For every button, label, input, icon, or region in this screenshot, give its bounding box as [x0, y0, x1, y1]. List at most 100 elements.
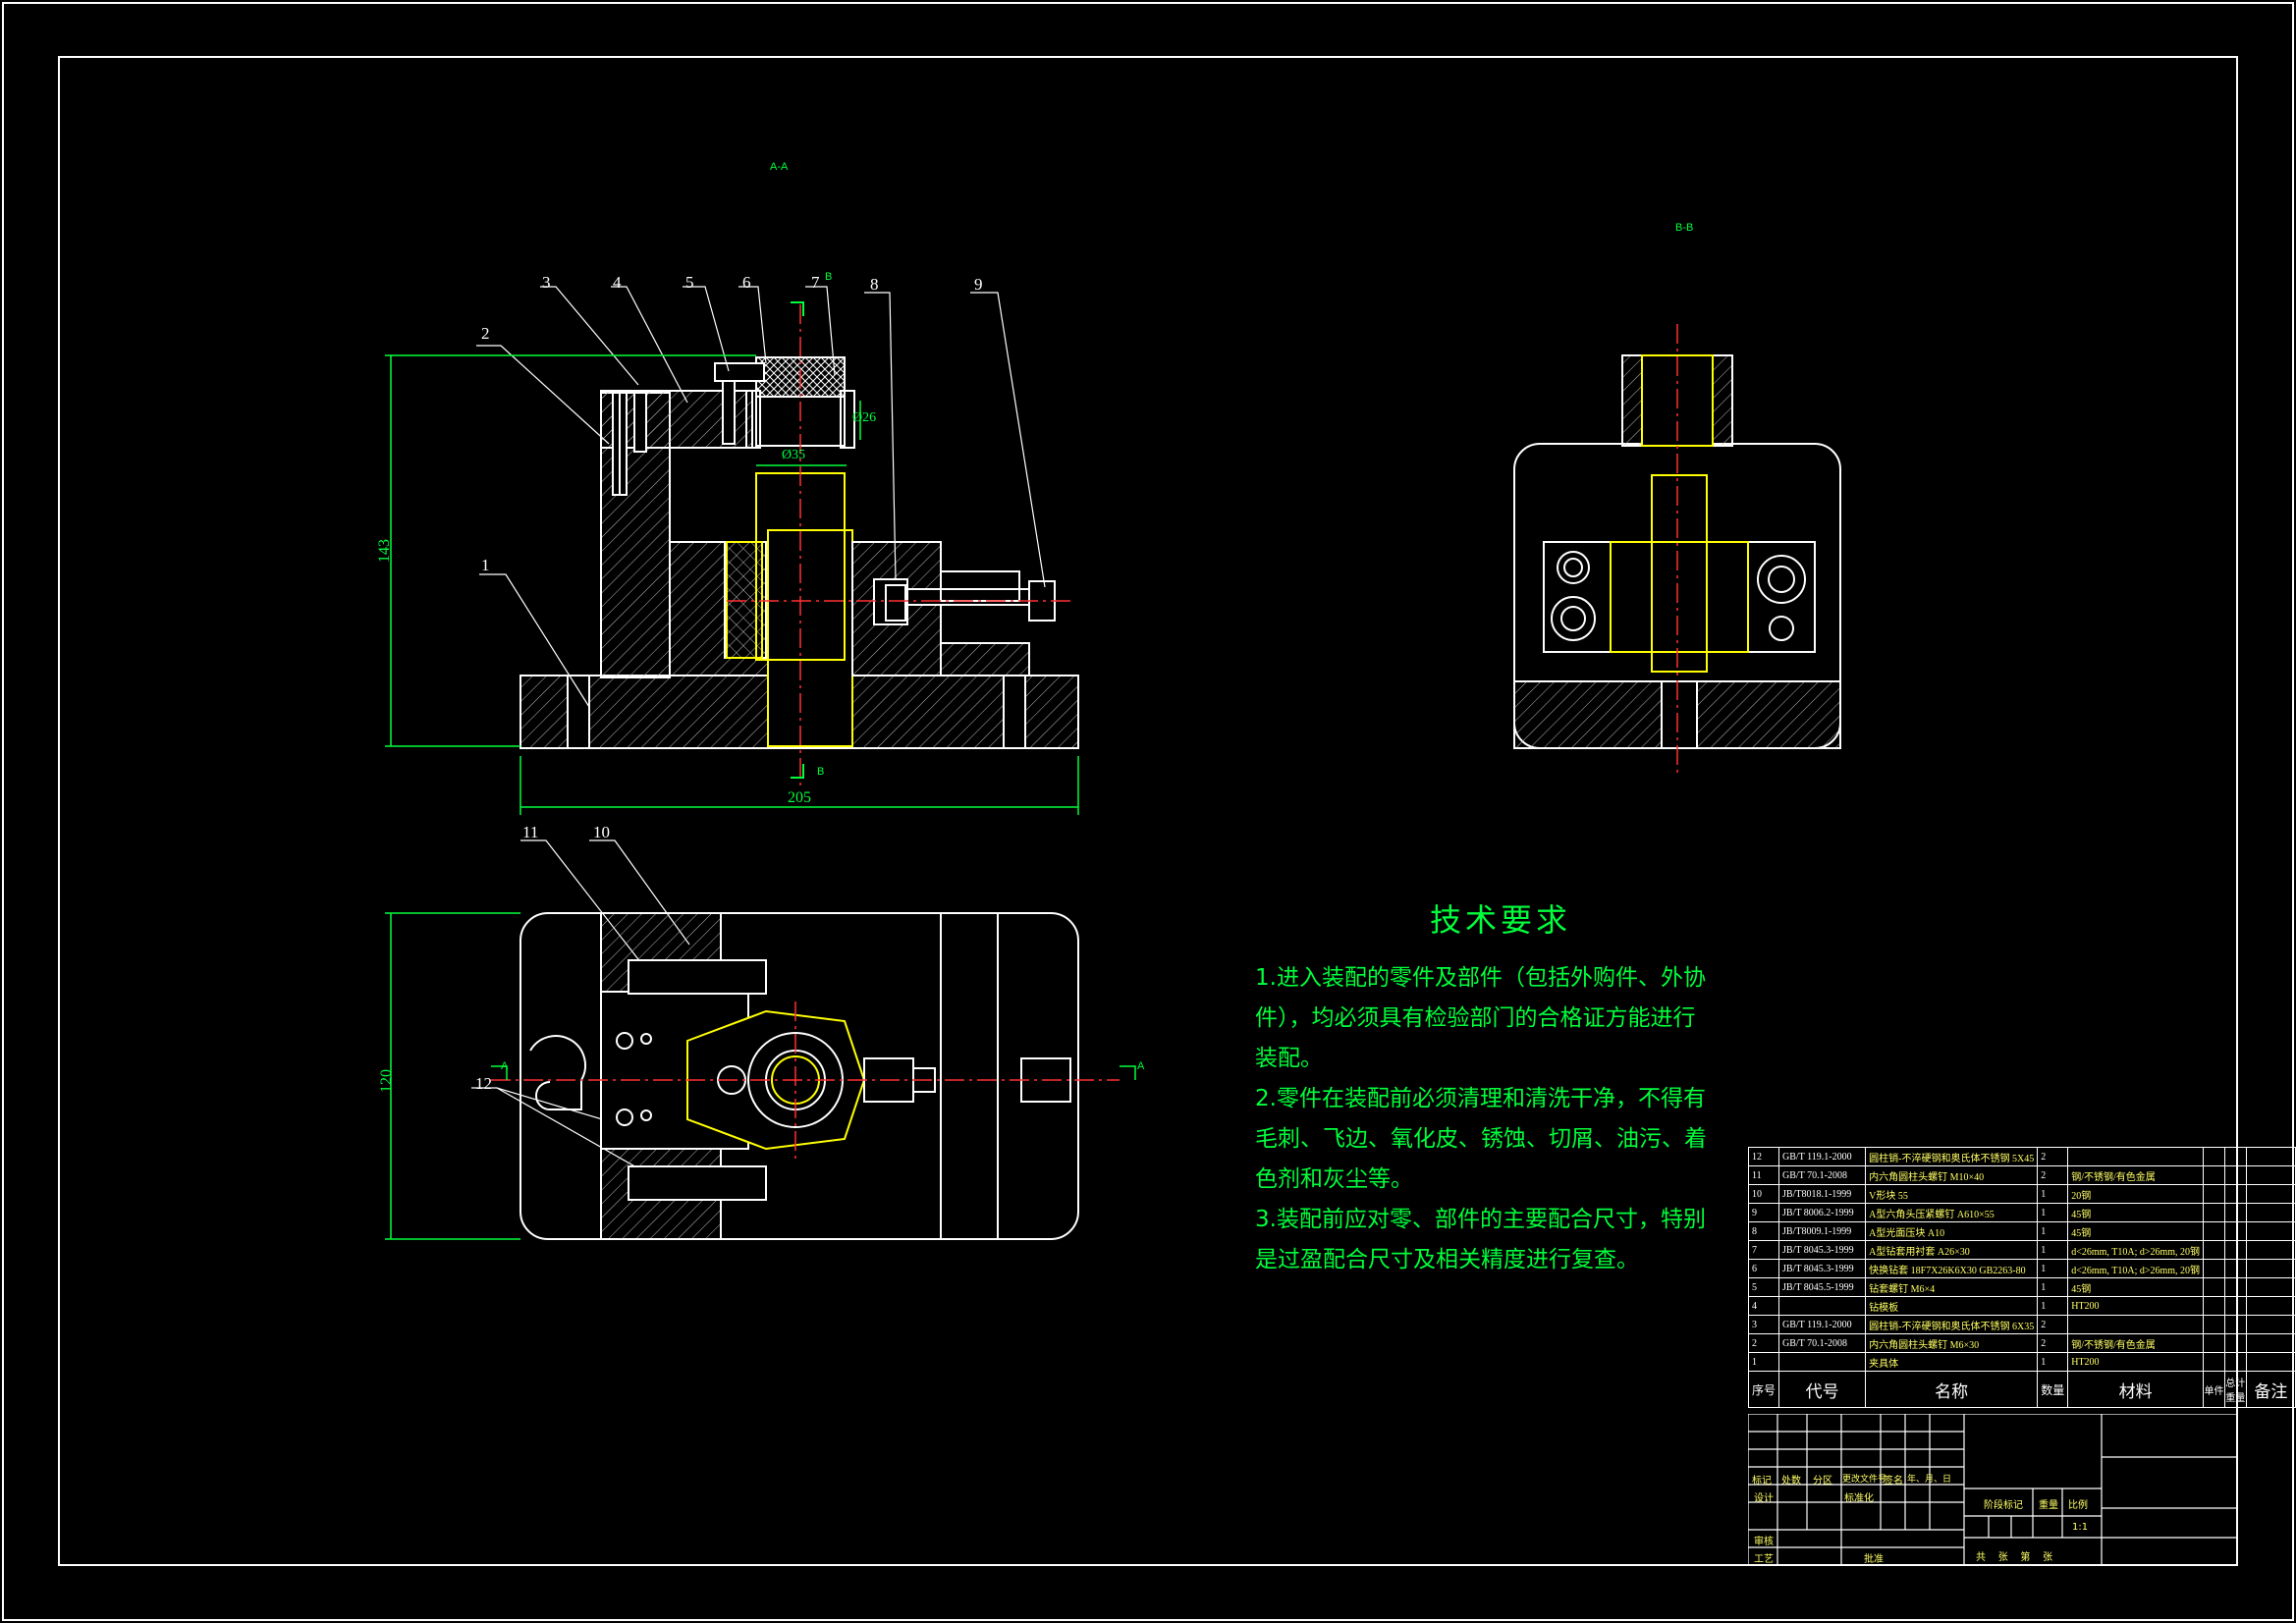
bom-cell-total [2223, 1352, 2247, 1372]
bom-cell-code: GB/T 119.1-2000 [1778, 1315, 1867, 1334]
tech-line: 3.装配前应对零、部件的主要配合尺寸，特别 [1255, 1207, 1706, 1232]
bom-cell-single [2203, 1165, 2225, 1185]
bom-header-weight-label: 重量 [2225, 1393, 2246, 1404]
bom-cell-total [2223, 1277, 2247, 1297]
bom-header-single-label: 单件 [2204, 1385, 2224, 1397]
bom-cell-remark [2245, 1203, 2296, 1222]
bom-cell-name: 钻模板 [1865, 1296, 2039, 1316]
bom-cell-total [2223, 1315, 2247, 1334]
tech-line: 是过盈配合尺寸及相关精度进行复查。 [1255, 1247, 1639, 1272]
bom-header-total-label: 总计 [2225, 1379, 2246, 1389]
bom-cell-code: GB/T 70.1-2008 [1778, 1165, 1867, 1185]
bom-header-no: 序号 [1747, 1371, 1780, 1408]
bom-cell-material: d<26mm, T10A; d>26mm, 20钢 [2067, 1259, 2205, 1278]
bom-header-remark: 备注 [2245, 1371, 2296, 1408]
bom-cell-material: 20钢 [2067, 1184, 2205, 1204]
bom-cell-remark [2245, 1333, 2296, 1353]
tech-line: 装配。 [1255, 1046, 1323, 1071]
bom-cell-name: 夹具体 [1865, 1352, 2039, 1372]
bom-cell-qty: 1 [2037, 1352, 2069, 1372]
bom-cell-material [2067, 1147, 2205, 1166]
section-mark-b-bottom: B [817, 766, 825, 778]
bom-cell-qty: 1 [2037, 1296, 2069, 1316]
balloon-10: 10 [593, 823, 610, 841]
bom-cell-material: HT200 [2067, 1296, 2205, 1316]
bom-cell-qty: 1 [2037, 1221, 2069, 1241]
bom-cell-name: 内六角圆柱头螺钉 M10×40 [1865, 1165, 2039, 1185]
bom-cell-qty: 2 [2037, 1147, 2069, 1166]
bom-cell-total [2223, 1165, 2247, 1185]
bom-cell-name: A型光面压块 A10 [1865, 1221, 2039, 1241]
section-mark-b-top: B [825, 271, 833, 283]
bom-cell-name: V形块 55 [1865, 1184, 2039, 1204]
bom-cell-no: 11 [1747, 1165, 1780, 1185]
bom-cell-single [2203, 1333, 2225, 1353]
tech-line: 2.零件在装配前必须清理和清洗干净，不得有 [1255, 1086, 1706, 1111]
bom-cell-name: 圆柱销-不淬硬钢和奥氏体不锈钢 5X45 [1865, 1147, 2039, 1166]
dim-height-143: 143 [376, 539, 393, 563]
tb-scale-value: 1:1 [2072, 1522, 2089, 1533]
bom-cell-remark [2245, 1315, 2296, 1334]
section-label-bb: B-B [1675, 222, 1694, 234]
bom-cell-qty: 1 [2037, 1240, 2069, 1260]
section-mark-a-right: A [1137, 1060, 1145, 1072]
bom-cell-qty: 2 [2037, 1333, 2069, 1353]
tech-line: 色剂和灰尘等。 [1255, 1166, 1413, 1192]
tb-scale: 比例 [2068, 1500, 2088, 1511]
bom-cell-single [2203, 1147, 2225, 1166]
bom-header-total: 总计重量 [2223, 1371, 2247, 1408]
tech-line: 毛刺、飞边、氧化皮、锈蚀、切屑、油污、着 [1255, 1126, 1707, 1152]
bom-cell-no: 1 [1747, 1352, 1780, 1372]
bom-cell-total [2223, 1296, 2247, 1316]
tb-design: 设计 [1754, 1493, 1774, 1504]
bom-cell-name: A型六角头压紧螺钉 A610×55 [1865, 1203, 2039, 1222]
bom-cell-material: 45钢 [2067, 1277, 2205, 1297]
bom-cell-single [2203, 1259, 2225, 1278]
bom-cell-remark [2245, 1296, 2296, 1316]
bom-cell-qty: 1 [2037, 1184, 2069, 1204]
bom-cell-total [2223, 1147, 2247, 1166]
bom-cell-single [2203, 1296, 2225, 1316]
front-section-view [519, 356, 1079, 749]
bom-cell-remark [2245, 1221, 2296, 1241]
bom-cell-single [2203, 1203, 2225, 1222]
bom-cell-material [2067, 1315, 2205, 1334]
bom-cell-qty: 1 [2037, 1277, 2069, 1297]
inner-border [58, 56, 2238, 1566]
bom-cell-name: A型钻套用衬套 A26×30 [1865, 1240, 2039, 1260]
balloon-12: 12 [475, 1074, 492, 1093]
tb-doc: 更改文件号 [1842, 1475, 1887, 1485]
dim-width-205: 205 [788, 789, 811, 806]
bom-cell-single [2203, 1184, 2225, 1204]
tb-mark: 标记 [1752, 1476, 1772, 1487]
bom-cell-code: JB/T 8045.3-1999 [1778, 1259, 1867, 1278]
bom-cell-no: 4 [1747, 1296, 1780, 1316]
bom-cell-qty: 1 [2037, 1203, 2069, 1222]
bom-cell-remark [2245, 1277, 2296, 1297]
section-mark-a-left: A [501, 1060, 509, 1072]
balloon-3: 3 [542, 273, 551, 292]
bom-header-row: 序号 代号 名称 数量 材料 单件 总计重量 备注 [1747, 1371, 2296, 1408]
bom-cell-code: JB/T8018.1-1999 [1778, 1184, 1867, 1204]
bom-cell-code [1778, 1352, 1867, 1372]
bom-header-name: 名称 [1865, 1371, 2039, 1408]
tb-sign: 签名 [1884, 1476, 1903, 1487]
balloon-7: 7 [811, 273, 820, 292]
top-view [519, 912, 1079, 1240]
title-block: 标记 处数 分区 更改文件号 签名 年、月、日 设计 标准化 阶段标记 重量 比… [1748, 1414, 2237, 1565]
tech-line: 件），均必须具有检验部门的合格证方能进行 [1255, 1005, 1696, 1031]
tech-title: 技术要求 [1429, 901, 1571, 939]
bom-cell-total [2223, 1221, 2247, 1241]
bom-cell-material: 钢/不锈钢/有色金属 [2067, 1333, 2205, 1353]
section-b-markers [791, 301, 804, 779]
